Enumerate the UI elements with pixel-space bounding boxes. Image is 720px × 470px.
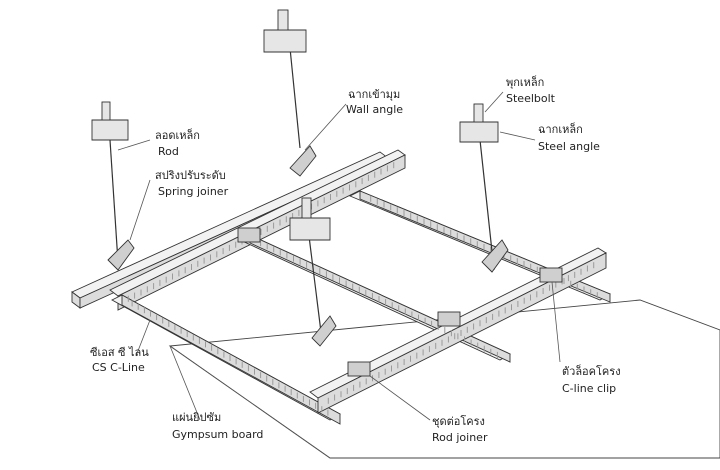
label-cline-clip: ตัวล็อคโครง C-line clip [562, 364, 621, 395]
hanger-rods [109, 47, 495, 341]
spring-joiners [107, 145, 509, 347]
label-rod-en: Rod [158, 145, 179, 158]
label-rod-th: ลอดเหล็ก [155, 128, 200, 142]
label-gypsum-board-th: แผ่นยิปซัม [172, 411, 221, 424]
label-gypsum-board-en: Gympsum board [172, 428, 263, 441]
label-steelbolt: พุกเหล็ก Steelbolt [506, 75, 556, 105]
label-cs-cline: ซีเอส ซี ไลน CS C-Line [90, 346, 149, 374]
steel-angle-3 [459, 103, 499, 143]
label-spring-joiner-th: สปริงปรับระดับ [155, 169, 226, 182]
label-steelbolt-en: Steelbolt [506, 92, 556, 105]
label-rod-joiner-en: Rod joiner [432, 431, 488, 444]
steel-angle-1 [91, 101, 129, 141]
label-cline-clip-en: C-line clip [562, 382, 616, 395]
label-cline-clip-th: ตัวล็อคโครง [562, 364, 621, 378]
cline-clips [237, 227, 563, 377]
label-spring-joiner-en: Spring joiner [158, 185, 229, 198]
steel-angle-4 [289, 197, 331, 241]
label-steelbolt-th: พุกเหล็ก [506, 75, 544, 89]
label-cs-cline-en: CS C-Line [92, 361, 145, 374]
rod-4 [307, 227, 323, 341]
label-wall-angle-th: ฉากเข้ามุม [348, 88, 400, 101]
cline-slots [127, 162, 598, 416]
label-wall-angle: ฉากเข้ามุม Wall angle [346, 88, 403, 116]
label-steel-angle-en: Steel angle [538, 140, 600, 153]
label-gypsum-board: แผ่นยิปซัม Gympsum board [172, 411, 263, 441]
label-wall-angle-en: Wall angle [346, 103, 403, 116]
label-rod: ลอดเหล็ก Rod [155, 128, 200, 158]
steel-angle-2 [263, 9, 307, 53]
leader-lines [117, 91, 561, 421]
label-rod-joiner-th: ชุดต่อโครง [432, 414, 485, 428]
label-steel-angle: ฉากเหล็ก Steel angle [538, 122, 600, 153]
rod-3 [479, 139, 495, 271]
gypsum-board [168, 299, 720, 459]
label-rod-joiner: ชุดต่อโครง Rod joiner [432, 414, 488, 444]
label-steel-angle-th: ฉากเหล็ก [538, 122, 583, 136]
rod-1 [109, 139, 119, 263]
label-cs-cline-th: ซีเอส ซี ไลน [90, 346, 149, 359]
label-spring-joiner: สปริงปรับระดับ Spring joiner [155, 169, 229, 198]
rod-2 [289, 47, 301, 149]
